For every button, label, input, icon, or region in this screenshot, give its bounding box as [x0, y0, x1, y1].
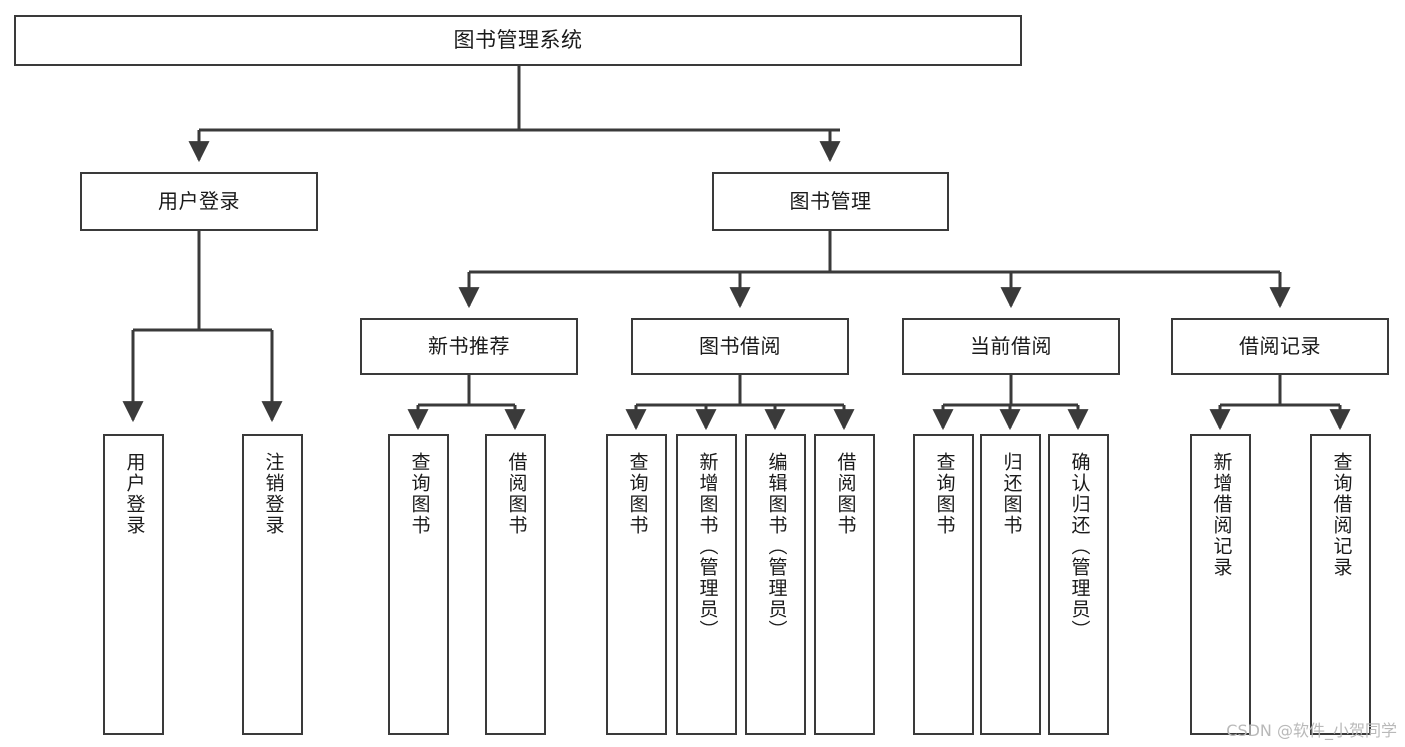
node-leaf-borrow-book-2[interactable]: 借阅图书: [814, 434, 875, 735]
node-leaf-return-book-label: 归还图书: [1000, 452, 1023, 536]
node-leaf-query-book-2[interactable]: 查询图书: [606, 434, 667, 735]
node-leaf-add-book[interactable]: 新增图书（管理员）: [676, 434, 737, 735]
node-leaf-logout-login[interactable]: 注销登录: [242, 434, 303, 735]
node-leaf-query-book-3[interactable]: 查询图书: [913, 434, 974, 735]
node-new-book-recommend-label: 新书推荐: [428, 333, 510, 358]
watermark-text: CSDN @软件_小贺同学: [1226, 721, 1397, 740]
node-user-login[interactable]: 用户登录: [80, 172, 318, 231]
node-leaf-borrow-book-2-label: 借阅图书: [834, 452, 857, 536]
node-leaf-confirm-return-label: 确认归还（管理员）: [1068, 452, 1091, 641]
node-leaf-add-record-label: 新增借阅记录: [1210, 452, 1233, 578]
node-leaf-edit-book[interactable]: 编辑图书（管理员）: [745, 434, 806, 735]
node-leaf-user-login-label: 用户登录: [123, 452, 146, 536]
node-leaf-query-book-1-label: 查询图书: [408, 452, 431, 536]
node-leaf-query-record-label: 查询借阅记录: [1330, 452, 1353, 578]
node-current-borrow-label: 当前借阅: [970, 333, 1052, 358]
node-leaf-confirm-return[interactable]: 确认归还（管理员）: [1048, 434, 1109, 735]
node-leaf-logout-login-label: 注销登录: [262, 452, 285, 536]
node-root-label: 图书管理系统: [453, 28, 583, 53]
node-leaf-borrow-book-1[interactable]: 借阅图书: [485, 434, 546, 735]
node-leaf-query-book-1[interactable]: 查询图书: [388, 434, 449, 735]
node-book-borrow-label: 图书借阅: [699, 333, 781, 358]
node-borrow-record-label: 借阅记录: [1239, 333, 1321, 358]
node-leaf-query-book-2-label: 查询图书: [626, 452, 649, 536]
node-leaf-return-book[interactable]: 归还图书: [980, 434, 1041, 735]
node-borrow-record[interactable]: 借阅记录: [1171, 318, 1389, 375]
node-root[interactable]: 图书管理系统: [14, 15, 1022, 66]
node-new-book-recommend[interactable]: 新书推荐: [360, 318, 578, 375]
node-current-borrow[interactable]: 当前借阅: [902, 318, 1120, 375]
node-leaf-query-book-3-label: 查询图书: [933, 452, 956, 536]
node-leaf-add-record[interactable]: 新增借阅记录: [1190, 434, 1251, 735]
node-leaf-query-record[interactable]: 查询借阅记录: [1310, 434, 1371, 735]
node-book-manage[interactable]: 图书管理: [712, 172, 949, 231]
node-leaf-borrow-book-1-label: 借阅图书: [505, 452, 528, 536]
node-leaf-edit-book-label: 编辑图书（管理员）: [765, 452, 788, 641]
node-book-borrow[interactable]: 图书借阅: [631, 318, 849, 375]
node-book-manage-label: 图书管理: [789, 188, 872, 213]
node-leaf-user-login[interactable]: 用户登录: [103, 434, 164, 735]
node-user-login-label: 用户登录: [158, 188, 240, 213]
node-leaf-add-book-label: 新增图书（管理员）: [696, 452, 719, 641]
